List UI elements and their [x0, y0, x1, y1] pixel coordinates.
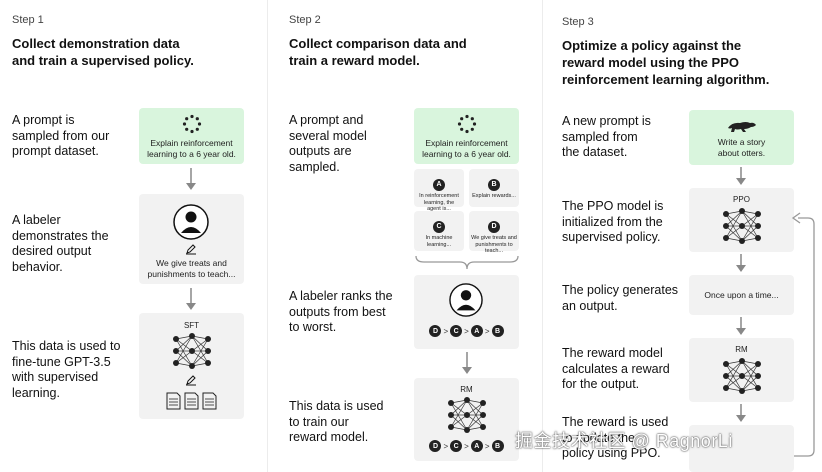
rm-label: RM — [460, 385, 473, 394]
person-icon — [449, 283, 483, 317]
rm-label: RM — [735, 345, 748, 354]
rank-a: A — [470, 440, 483, 452]
output-card-b: B Explain rewards... — [469, 169, 519, 207]
rank-b: B — [491, 440, 504, 452]
arrow-down-icon — [462, 352, 472, 374]
step3-rm-card: RM — [689, 338, 794, 402]
bracket-icon — [415, 255, 519, 270]
watermark: 掘金技术社区 @ RagnorLi — [515, 431, 733, 451]
network-icon — [723, 208, 761, 244]
step3-label: Step 3 — [562, 16, 594, 28]
step2-label: Step 2 — [289, 14, 321, 26]
step2-rm-card: RM D> C> A> B — [414, 378, 519, 461]
loop-arrow-icon — [791, 212, 815, 457]
step2-rank-card: D> C> A> B — [414, 275, 519, 349]
arrow-down-icon — [736, 317, 746, 335]
cycle-icon — [182, 114, 202, 134]
step3-output-text: Once upon a time... — [704, 290, 779, 300]
rank-c: C — [450, 440, 463, 452]
pencil-icon — [186, 375, 196, 386]
step3-output-card: Once upon a time... — [689, 275, 794, 315]
person-icon — [173, 204, 209, 240]
rank-d: D — [429, 440, 442, 452]
cycle-icon — [457, 114, 477, 134]
rank-a: A — [470, 325, 483, 337]
letter-badge: A — [433, 178, 445, 191]
arrow-down-icon — [186, 168, 196, 190]
arrow-down-icon — [736, 404, 746, 422]
step1-label: Step 1 — [12, 14, 44, 26]
arrow-down-icon — [186, 288, 196, 310]
ranking-row: D> C> A> B — [414, 325, 519, 337]
letter-badge: B — [488, 178, 500, 191]
rank-d: D — [429, 325, 442, 337]
step3-reward-card — [689, 425, 794, 472]
network-icon — [723, 358, 761, 394]
sft-label: SFT — [183, 321, 200, 330]
letter-badge: C — [433, 220, 445, 233]
ppo-label: PPO — [733, 195, 750, 204]
output-text: Explain rewards... — [472, 193, 516, 199]
rank-c: C — [450, 325, 463, 337]
network-icon — [448, 397, 486, 433]
arrow-down-icon — [736, 167, 746, 185]
otter-icon — [728, 122, 756, 132]
step1-title: Collect demonstration data and train a s… — [12, 36, 194, 68]
letter-badge: D — [488, 220, 500, 233]
network-icon — [173, 333, 211, 369]
step1-sft-card: SFT — [139, 313, 244, 419]
arrow-down-icon — [736, 254, 746, 272]
pencil-icon — [186, 244, 196, 255]
document-icon — [166, 392, 217, 410]
column-divider — [267, 0, 268, 472]
step3-ppo-card: PPO — [689, 188, 794, 252]
rank-b: B — [491, 325, 504, 337]
column-divider — [542, 0, 543, 472]
ranking-row: D> C> A> B — [414, 440, 519, 452]
